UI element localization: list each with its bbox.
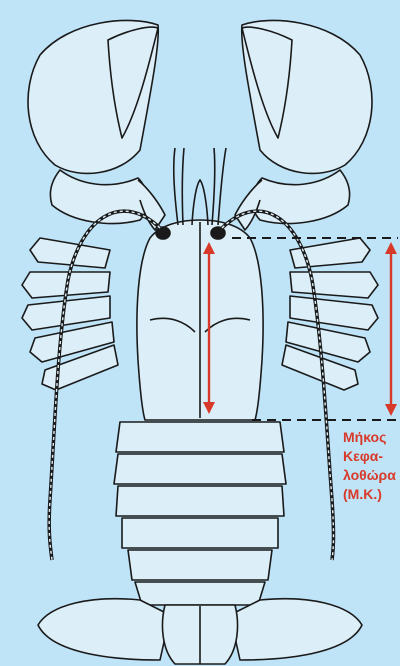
- tail-fan: [38, 599, 362, 664]
- label-line-2: Κεφα-: [343, 447, 396, 466]
- measurement-label: Μήκος Κεφα- λοθώρα (Μ.Κ.): [343, 428, 396, 504]
- right-claw: [235, 20, 372, 230]
- label-line-4: (Μ.Κ.): [343, 485, 396, 504]
- right-legs: [282, 238, 378, 390]
- left-claw: [28, 20, 165, 230]
- left-legs: [22, 238, 118, 390]
- label-line-1: Μήκος: [343, 428, 396, 447]
- label-line-3: λοθώρα: [343, 466, 396, 485]
- abdomen: [114, 422, 286, 605]
- antennules: [174, 148, 226, 225]
- left-eye: [156, 227, 170, 239]
